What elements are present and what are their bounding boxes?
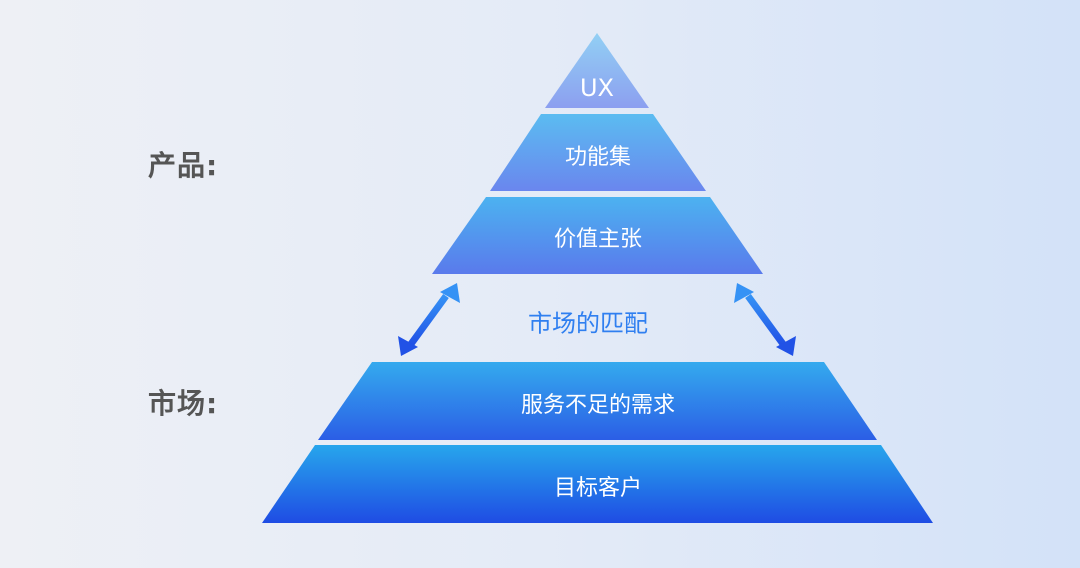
layer-feature-set bbox=[490, 114, 706, 191]
layer-ux-label: UX bbox=[579, 74, 615, 102]
product-label: 产品: bbox=[148, 149, 219, 182]
double-arrow-right-icon bbox=[734, 283, 796, 356]
layer-underserved-needs-label: 服务不足的需求 bbox=[520, 393, 676, 418]
layer-value-proposition-label: 价值主张 bbox=[553, 227, 643, 252]
layer-value-proposition bbox=[432, 197, 763, 274]
market-label: 市场: bbox=[148, 387, 219, 420]
market-match-label: 市场的匹配 bbox=[528, 309, 648, 338]
layer-underserved-needs bbox=[318, 362, 877, 440]
layer-feature-set-label: 功能集 bbox=[564, 145, 632, 170]
layer-target-customer bbox=[262, 445, 933, 523]
double-arrow-left-icon bbox=[398, 283, 460, 356]
layer-target-customer-label: 目标客户 bbox=[553, 476, 643, 501]
layer-ux bbox=[545, 33, 649, 108]
